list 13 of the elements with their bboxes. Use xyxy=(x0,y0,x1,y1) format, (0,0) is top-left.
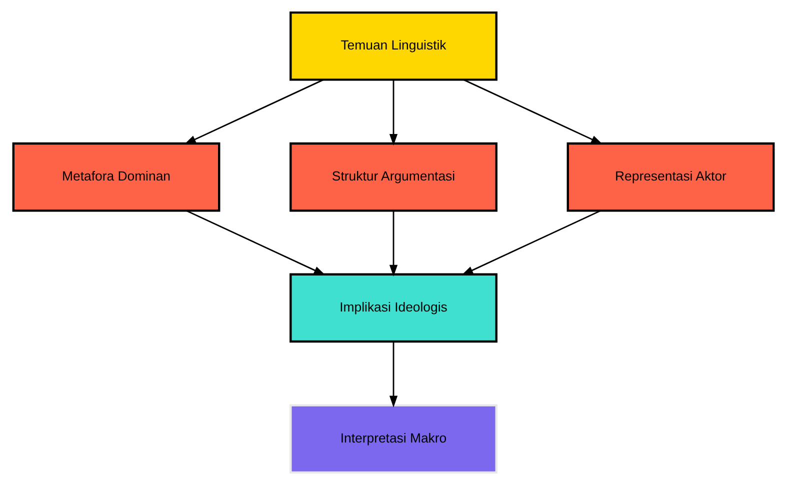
node-box: Temuan Linguistik xyxy=(290,11,498,81)
arrow xyxy=(461,210,602,276)
arrow xyxy=(184,79,324,144)
arrow xyxy=(389,80,398,146)
node-box: Struktur Argumentasi xyxy=(290,142,498,212)
node-box: Representasi Aktor xyxy=(566,142,775,212)
arrow xyxy=(389,342,398,408)
node-box: Implikasi Ideologis xyxy=(290,273,498,343)
arrow xyxy=(186,210,326,276)
arrow xyxy=(389,210,398,277)
node-box: Metafora Dominan xyxy=(12,142,220,212)
node-box: Interpretasi Makro xyxy=(290,404,498,474)
arrow xyxy=(463,79,603,144)
